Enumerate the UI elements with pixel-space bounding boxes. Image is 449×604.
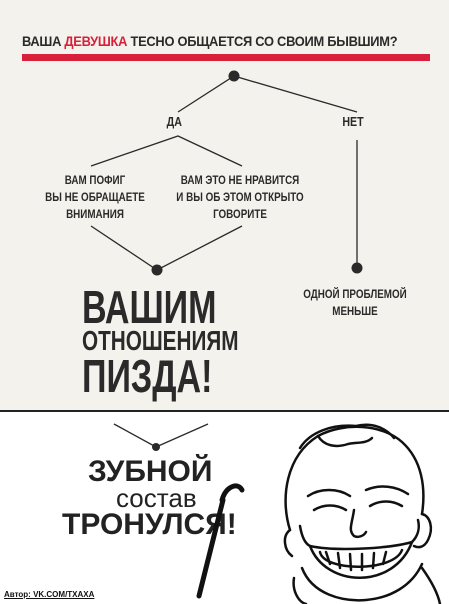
panel-divider <box>0 410 449 412</box>
yes-right-line-3: ГОВОРИТЕ <box>213 207 267 221</box>
yes-left-line-1: ВАМ ПОФИГ <box>64 173 126 187</box>
laughing-face-icon <box>283 423 442 604</box>
yes-left-option: ВАМ ПОФИГ ВЫ НЕ ОБРАЩАЕТЕ ВНИМАНИЯ <box>34 172 157 223</box>
verdict-line-3: ПИЗДА! <box>82 350 213 402</box>
flowchart-panel <box>0 0 449 410</box>
no-result-line-2: МЕНЬШЕ <box>332 304 378 318</box>
title-underline <box>22 54 430 61</box>
meme-line-3: ТРОНУЛСЯ! <box>62 508 237 541</box>
yes-label: ДА <box>166 114 182 129</box>
question-title: ВАША ДЕВУШКА ТЕСНО ОБЩАЕТСЯ СО СВОИМ БЫВ… <box>22 33 398 49</box>
title-text-1: ВАША <box>22 33 65 49</box>
author-credit: Автор: VK.COM/TXAXA <box>4 590 95 599</box>
yes-right-option: ВАМ ЭТО НЕ НРАВИТСЯ И ВЫ ОБ ЭТОМ ОТКРЫТО… <box>158 172 322 223</box>
no-result-line-1: ОДНОЙ ПРОБЛЕМОЙ <box>303 287 407 301</box>
meme-node <box>152 443 160 451</box>
title-text-2: ТЕСНО ОБЩАЕТСЯ СО СВОИМ БЫВШИМ? <box>127 33 398 49</box>
no-result: ОДНОЙ ПРОБЛЕМОЙ МЕНЬШЕ <box>294 286 417 320</box>
yes-left-line-3: ВНИМАНИЯ <box>66 207 124 221</box>
meme-line-1: ЗУБНОЙ <box>88 455 213 488</box>
verdict-line-2: ОТНОШЕНИЯМ <box>82 325 239 356</box>
yes-right-line-1: ВАМ ЭТО НЕ НРАВИТСЯ <box>180 173 300 187</box>
no-label: НЕТ <box>342 114 364 129</box>
verdict-node <box>151 264 163 276</box>
no-result-node <box>351 262 363 274</box>
meme-line-2: состав <box>116 483 197 513</box>
yes-left-line-2: ВЫ НЕ ОБРАЩАЕТЕ <box>45 190 145 204</box>
title-highlight: ДЕВУШКА <box>64 33 128 49</box>
verdict-line-1: ВАШИМ <box>82 281 217 333</box>
yes-right-line-2: И ВЫ ОБ ЭТОМ ОТКРЫТО <box>176 190 304 204</box>
root-node <box>228 70 240 82</box>
